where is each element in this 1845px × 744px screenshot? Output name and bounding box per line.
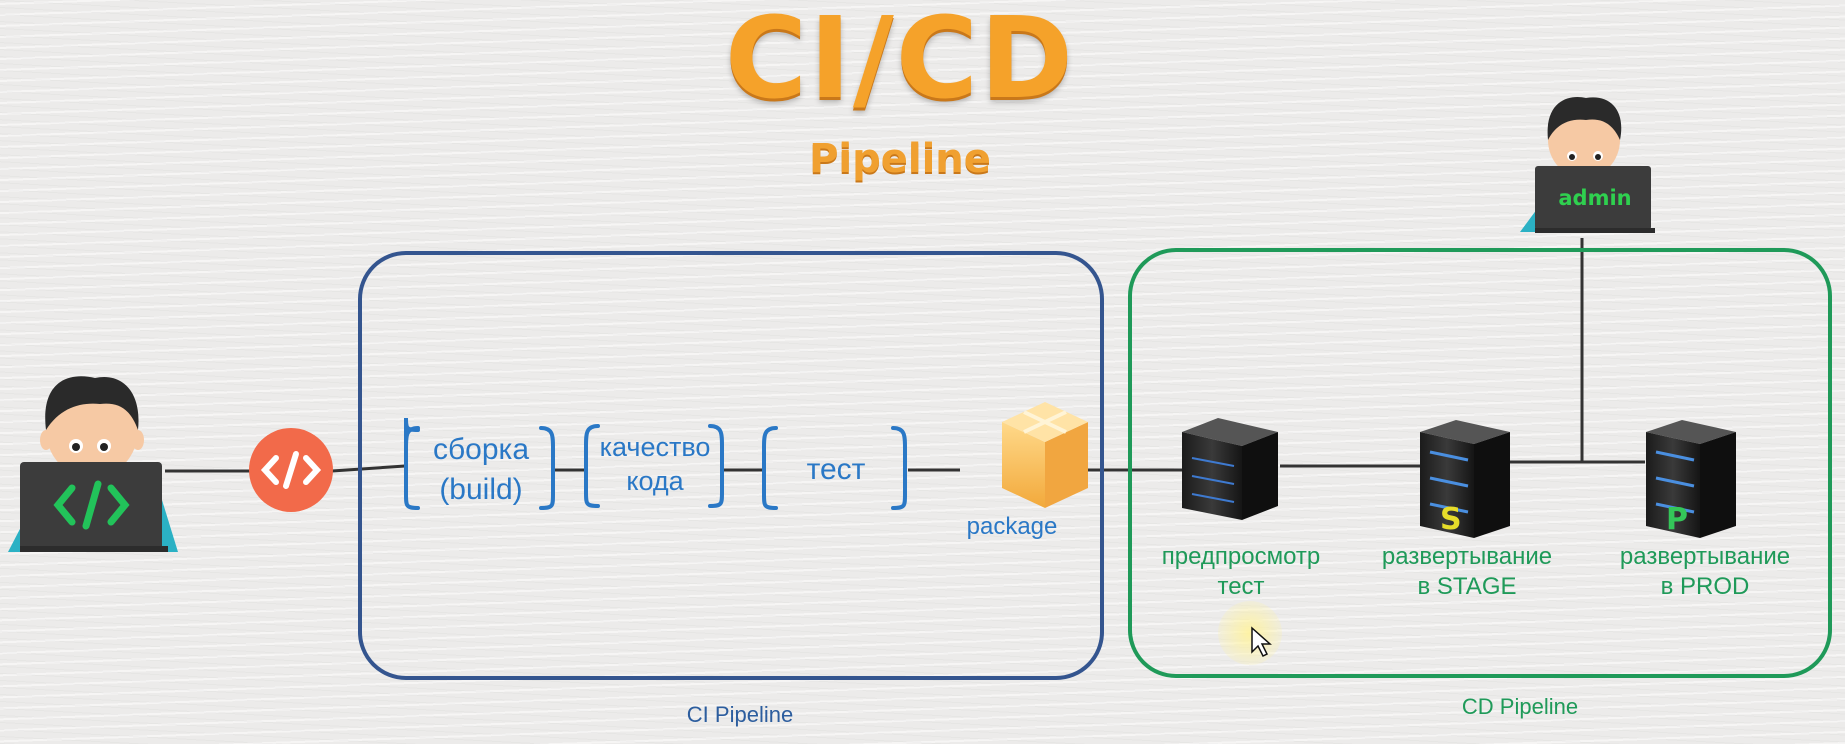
stage-server-icon	[1420, 420, 1510, 538]
ci-pipeline-box	[358, 251, 1104, 680]
code-brackets-icon	[53, 480, 130, 530]
prod-server-icon	[1646, 420, 1736, 538]
prod-deploy-line2: в PROD	[1660, 573, 1750, 600]
stage-brackets	[404, 417, 907, 510]
preview-test-line2: тест	[1217, 573, 1265, 600]
ci-pipeline-label: CI Pipeline	[686, 702, 794, 727]
preview-test-label: предпросмотр тест	[1138, 542, 1344, 602]
stage-code-quality-line1: качество	[599, 432, 711, 462]
stage-build-line2: (build)	[439, 473, 523, 506]
stage-deploy-label: развертывание в STAGE	[1362, 542, 1572, 602]
page-subtitle: Pipeline	[809, 136, 991, 182]
admin-label: admin	[1558, 186, 1632, 210]
stage-code-quality: качество кода	[585, 430, 725, 498]
developer-laptop-icon	[8, 376, 178, 552]
stage-build-line1: сборка	[432, 433, 530, 466]
page-title: CI/CD	[725, 0, 1075, 124]
stage-server-badge: S	[1440, 502, 1462, 537]
prod-deploy-label: развертывание в PROD	[1600, 542, 1810, 602]
prod-deploy-line1: развертывание	[1619, 543, 1791, 570]
preview-test-line1: предпросмотр	[1161, 543, 1321, 570]
prod-server-badge: P	[1666, 502, 1688, 537]
stage-test-line1: тест	[806, 453, 866, 486]
stage-deploy-line2: в STAGE	[1417, 573, 1517, 600]
package-box-icon	[1002, 402, 1088, 508]
cd-pipeline-label: CD Pipeline	[1461, 694, 1579, 719]
admin-laptop-icon	[1520, 96, 1655, 233]
code-commit-icon	[249, 428, 333, 512]
stage-build: сборка (build)	[408, 430, 554, 510]
stage-test: тест	[766, 450, 906, 490]
mouse-cursor-icon	[1218, 601, 1282, 665]
preview-server-icon	[1182, 418, 1278, 520]
package-label: package	[966, 513, 1058, 540]
stage-deploy-line1: развертывание	[1381, 543, 1553, 570]
cd-pipeline-box	[1128, 248, 1832, 678]
stage-code-quality-line2: кода	[626, 466, 684, 496]
